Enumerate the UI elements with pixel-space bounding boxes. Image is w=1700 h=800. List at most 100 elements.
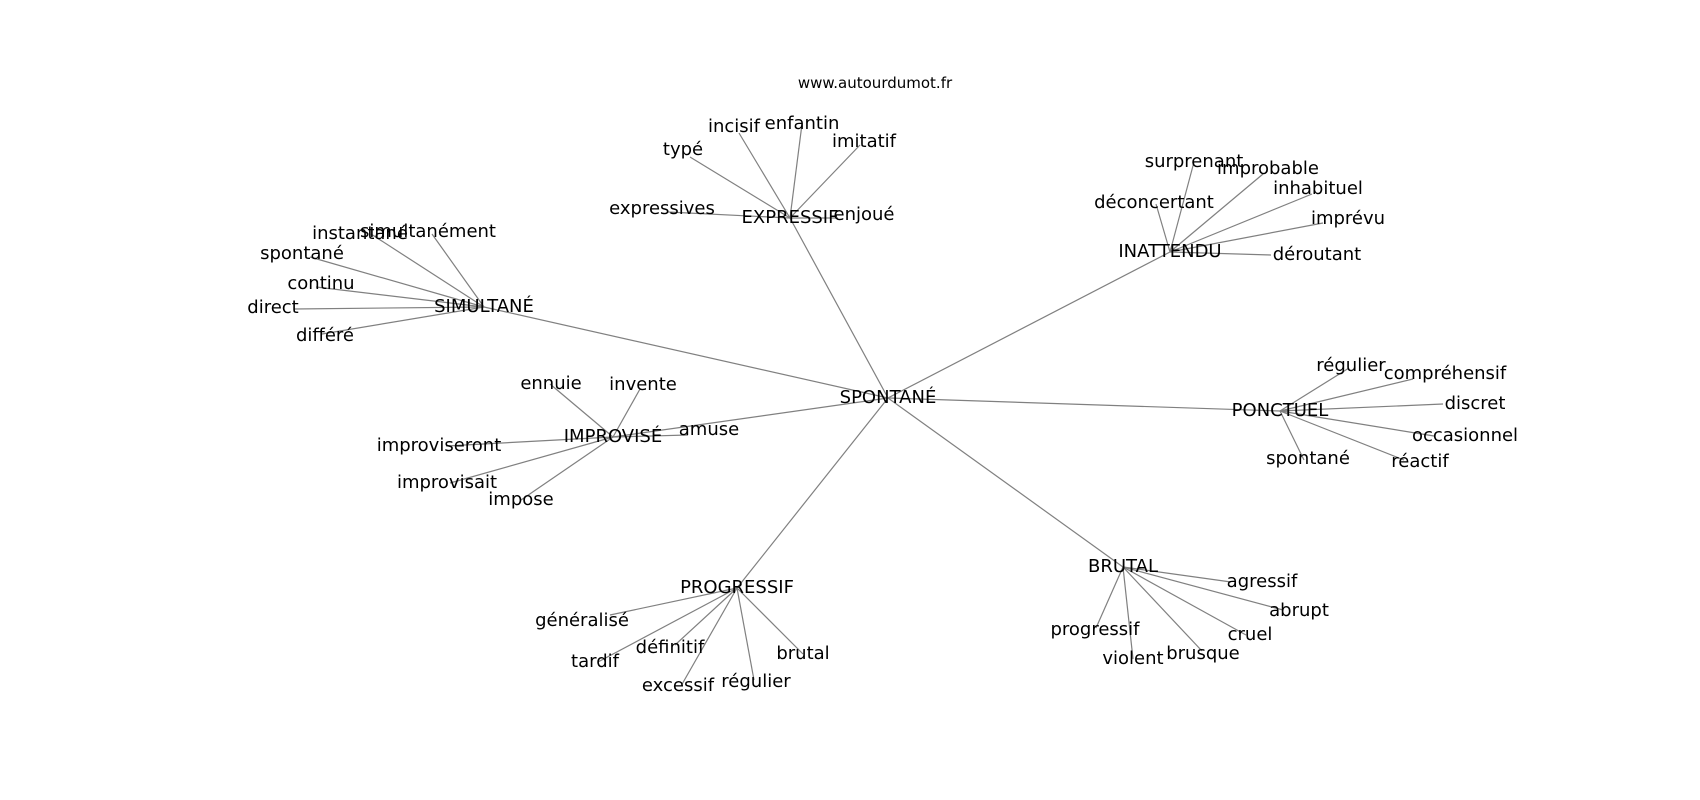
edge-hub-leaf (1169, 193, 1313, 253)
leaf-node-label: réactif (1391, 451, 1449, 472)
leaf-node-label: continu (287, 273, 354, 294)
leaf-node-label: inhabituel (1273, 178, 1363, 199)
edge-center-hub (612, 397, 889, 438)
hub-node-label: PONCTUEL (1232, 400, 1329, 421)
graph-edges (293, 123, 1444, 687)
edge-hub-leaf (1169, 173, 1264, 253)
edge-hub-leaf (1169, 161, 1195, 253)
hub-node-label: IMPROVISÉ (564, 425, 662, 447)
leaf-node-label: régulier (1316, 355, 1386, 376)
hub-node-label: INATTENDU (1118, 241, 1221, 262)
leaf-node-label: déconcertant (1094, 192, 1214, 213)
leaf-node-label: enfantin (765, 113, 840, 134)
edge-hub-leaf (309, 256, 485, 308)
leaf-node-label: généralisé (535, 610, 629, 631)
leaf-node-label: surprenant (1145, 151, 1244, 172)
edge-hub-leaf (370, 233, 485, 308)
edge-hub-leaf (736, 587, 804, 655)
leaf-node-label: régulier (721, 671, 791, 692)
edge-hub-leaf (1122, 566, 1284, 611)
edge-hub-leaf (1279, 403, 1444, 412)
edge-hub-leaf (321, 306, 485, 335)
leaf-node-label: improvisait (397, 472, 497, 493)
center-node-label: SPONTANÉ (840, 386, 937, 408)
leaf-node-label: imitatif (832, 131, 897, 152)
edge-hub-leaf (609, 587, 738, 616)
leaf-node-label: spontané (1266, 448, 1350, 469)
edge-hub-leaf (445, 436, 614, 447)
edge-center-hub (887, 397, 1281, 412)
edge-hub-leaf (449, 436, 614, 484)
hub-node-label: PROGRESSIF (680, 577, 794, 598)
leaf-node-label: occasionnel (1412, 425, 1518, 446)
edge-center-hub (789, 217, 889, 399)
leaf-node-label: ennuie (520, 373, 581, 394)
leaf-node-label: abrupt (1269, 600, 1329, 621)
edge-hub-leaf (1122, 566, 1134, 660)
edge-hub-leaf (1122, 566, 1232, 583)
edge-hub-leaf (689, 156, 791, 219)
edge-hub-leaf (674, 587, 738, 646)
leaf-node-label: enjoué (834, 204, 895, 225)
leaf-node-label: incisif (708, 116, 761, 137)
edge-hub-leaf (612, 388, 641, 438)
watermark: www.autourdumot.fr (798, 74, 953, 92)
leaf-node-label: impose (488, 489, 553, 510)
leaf-node-label: différé (296, 325, 354, 346)
leaf-node-label: amuse (679, 419, 739, 440)
leaf-node-label: déroutant (1273, 244, 1361, 265)
leaf-node-label: violent (1102, 648, 1163, 669)
leaf-node-label: invente (609, 374, 677, 395)
edge-hub-leaf (597, 587, 738, 663)
edge-hub-leaf (1279, 378, 1414, 412)
edge-hub-leaf (612, 434, 689, 438)
leaf-node-label: cruel (1228, 624, 1273, 645)
leaf-node-label: typé (663, 139, 703, 160)
edge-hub-leaf (315, 286, 485, 308)
leaf-node-label: agressif (1227, 571, 1298, 592)
edge-hub-leaf (736, 587, 755, 681)
edge-hub-leaf (549, 383, 614, 438)
edge-hub-leaf (738, 132, 791, 219)
leaf-node-label: compréhensif (1384, 363, 1507, 384)
hub-node-label: EXPRESSIF (742, 207, 839, 228)
leaf-node-label: expressives (609, 198, 715, 219)
edge-hub-leaf (1155, 203, 1171, 253)
edge-hub-leaf (520, 436, 614, 501)
leaf-node-label: improbable (1217, 158, 1319, 179)
leaf-node-label: excessif (642, 675, 715, 696)
edge-hub-leaf (1279, 410, 1405, 461)
leaf-node-label: brutal (776, 643, 829, 664)
edge-hub-leaf (1122, 566, 1247, 636)
leaf-node-label: direct (247, 297, 298, 318)
edge-hub-leaf (431, 233, 485, 308)
leaf-node-label: définitif (636, 637, 705, 658)
leaf-node-label: instantané (312, 223, 408, 244)
edge-hub-leaf (789, 123, 803, 219)
hub-node-label: BRUTAL (1088, 556, 1158, 577)
edge-hub-leaf (1169, 222, 1324, 253)
edge-hub-leaf (1279, 410, 1305, 461)
leaf-node-label: spontané (260, 243, 344, 264)
edge-hub-leaf (680, 587, 738, 687)
leaf-node-label: brusque (1166, 643, 1240, 664)
edge-center-hub (887, 251, 1171, 399)
leaf-node-label: imprévu (1311, 208, 1385, 229)
hub-node-label: SIMULTANÉ (434, 295, 534, 317)
leaf-node-label: discret (1445, 393, 1506, 414)
leaf-node-label: tardif (571, 651, 620, 672)
edge-hub-leaf (1279, 367, 1350, 412)
leaf-node-label: improviseront (377, 435, 502, 456)
edge-hub-leaf (667, 211, 791, 219)
edge-center-hub (483, 306, 889, 399)
edge-center-hub (736, 397, 889, 589)
edge-center-hub (887, 397, 1124, 568)
edge-hub-leaf (1169, 251, 1272, 256)
edge-hub-leaf (789, 144, 861, 219)
edge-hub-leaf (1279, 410, 1435, 437)
edge-hub-leaf (1122, 566, 1203, 652)
leaf-node-label: progressif (1050, 619, 1140, 640)
edge-hub-leaf (293, 306, 485, 310)
